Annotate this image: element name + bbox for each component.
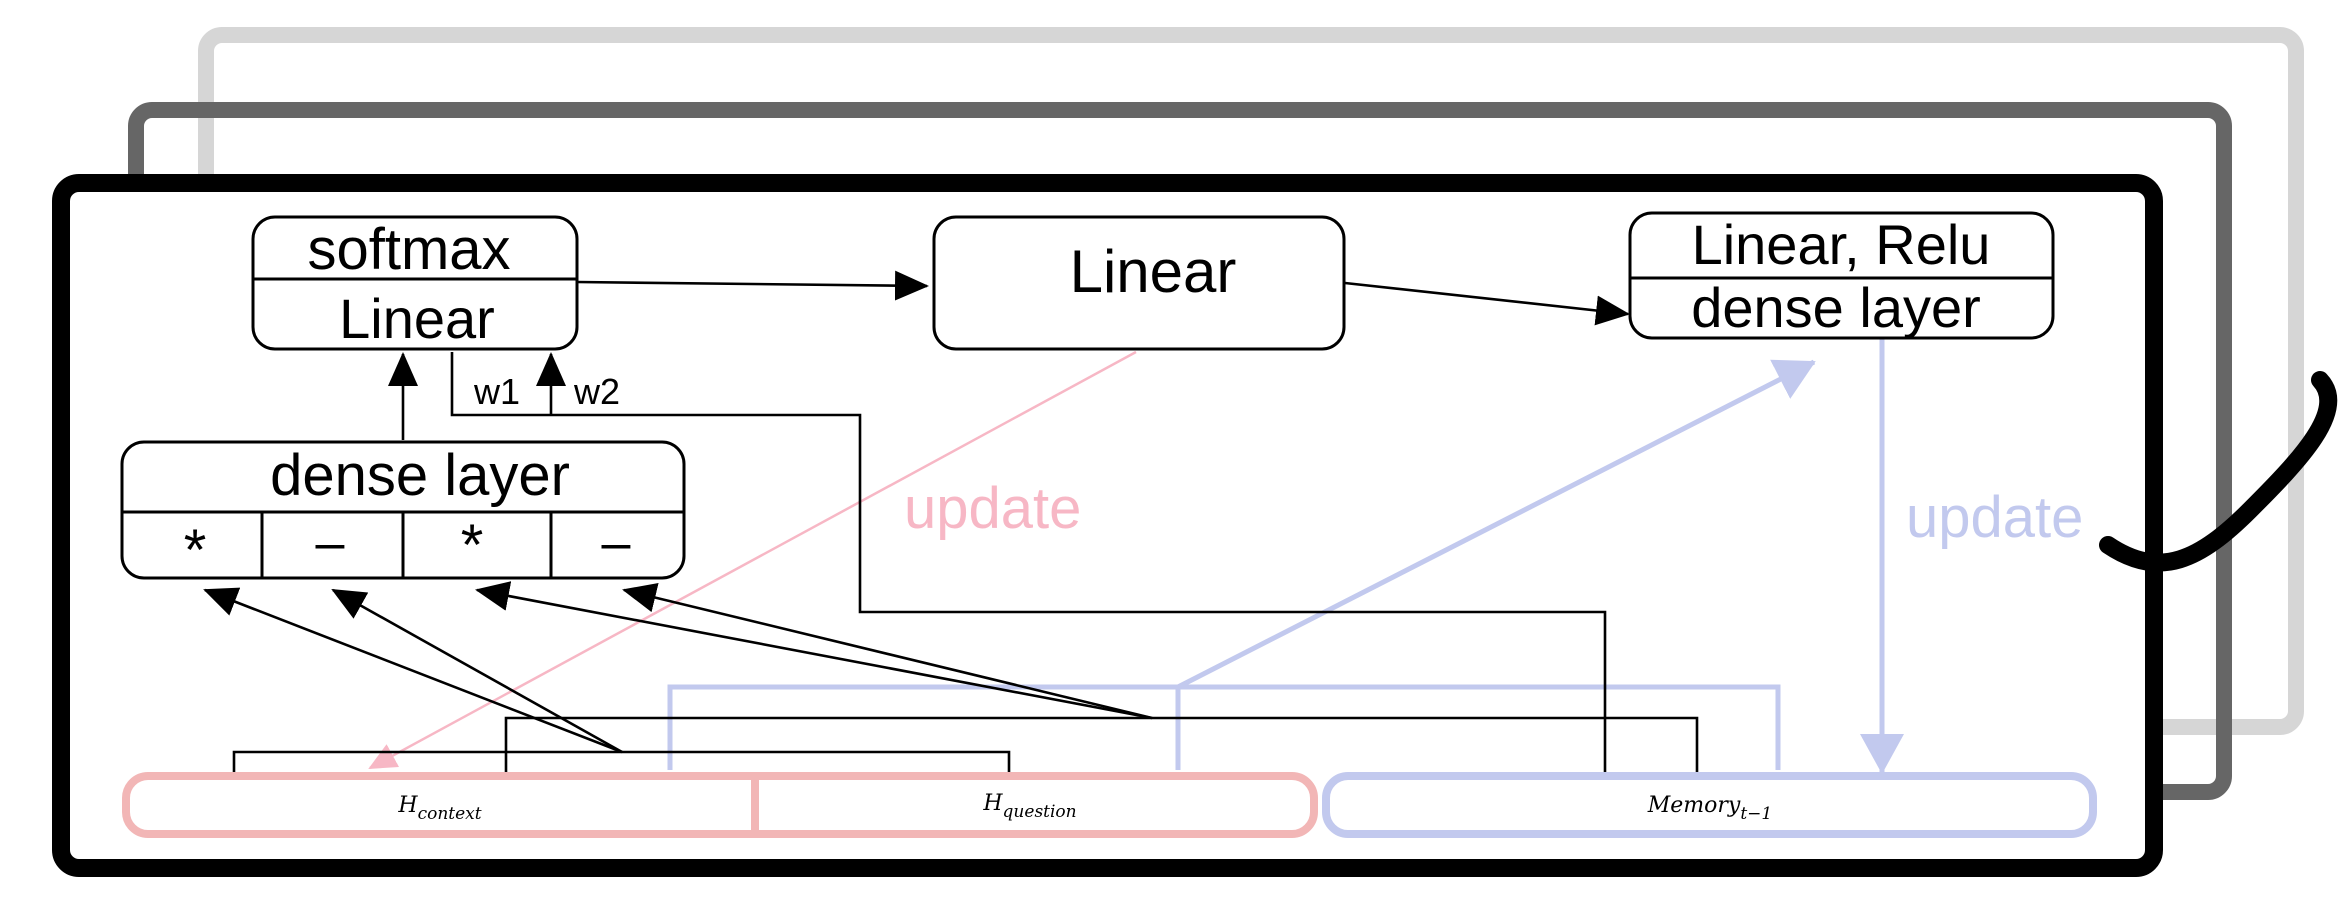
front-frame [52,174,2163,877]
memory-bottom-label: dense layer [1691,276,1981,339]
attention-block: softmax Linear [251,215,579,351]
dense-block: dense layer * – * – [120,440,686,583]
op-3: * [461,513,484,578]
attention-top-label: softmax [307,217,510,282]
context-update-label: update [904,476,1081,541]
question-label: Hquestion [982,791,1076,822]
memory-connections [667,338,1904,774]
op-4: – [602,514,631,572]
recurrence-curve [2099,371,2338,572]
w1-label: w1 [473,371,520,412]
memory-bar [1322,772,2097,838]
context-update-arrow [368,350,1137,770]
input-connections [203,270,1699,772]
context-label: Hcontext [397,793,481,824]
op-1: * [184,518,207,583]
memory-block: Linear, Relu dense layer [1628,211,2055,340]
linear-label: Linear [1070,238,1237,305]
memory-top-label: Linear, Relu [1692,213,1991,276]
attention-bottom-label: Linear [339,287,495,350]
op-2: – [316,514,345,572]
linear-block: Linear [932,215,1346,351]
dense-label: dense layer [270,443,570,508]
context-question-bar [122,772,1318,838]
front-frame-fill [61,183,2154,868]
memory-label: Memoryt−1 [1647,793,1773,824]
w2-label: w2 [573,371,620,412]
memory-update-label: update [1906,485,2083,550]
